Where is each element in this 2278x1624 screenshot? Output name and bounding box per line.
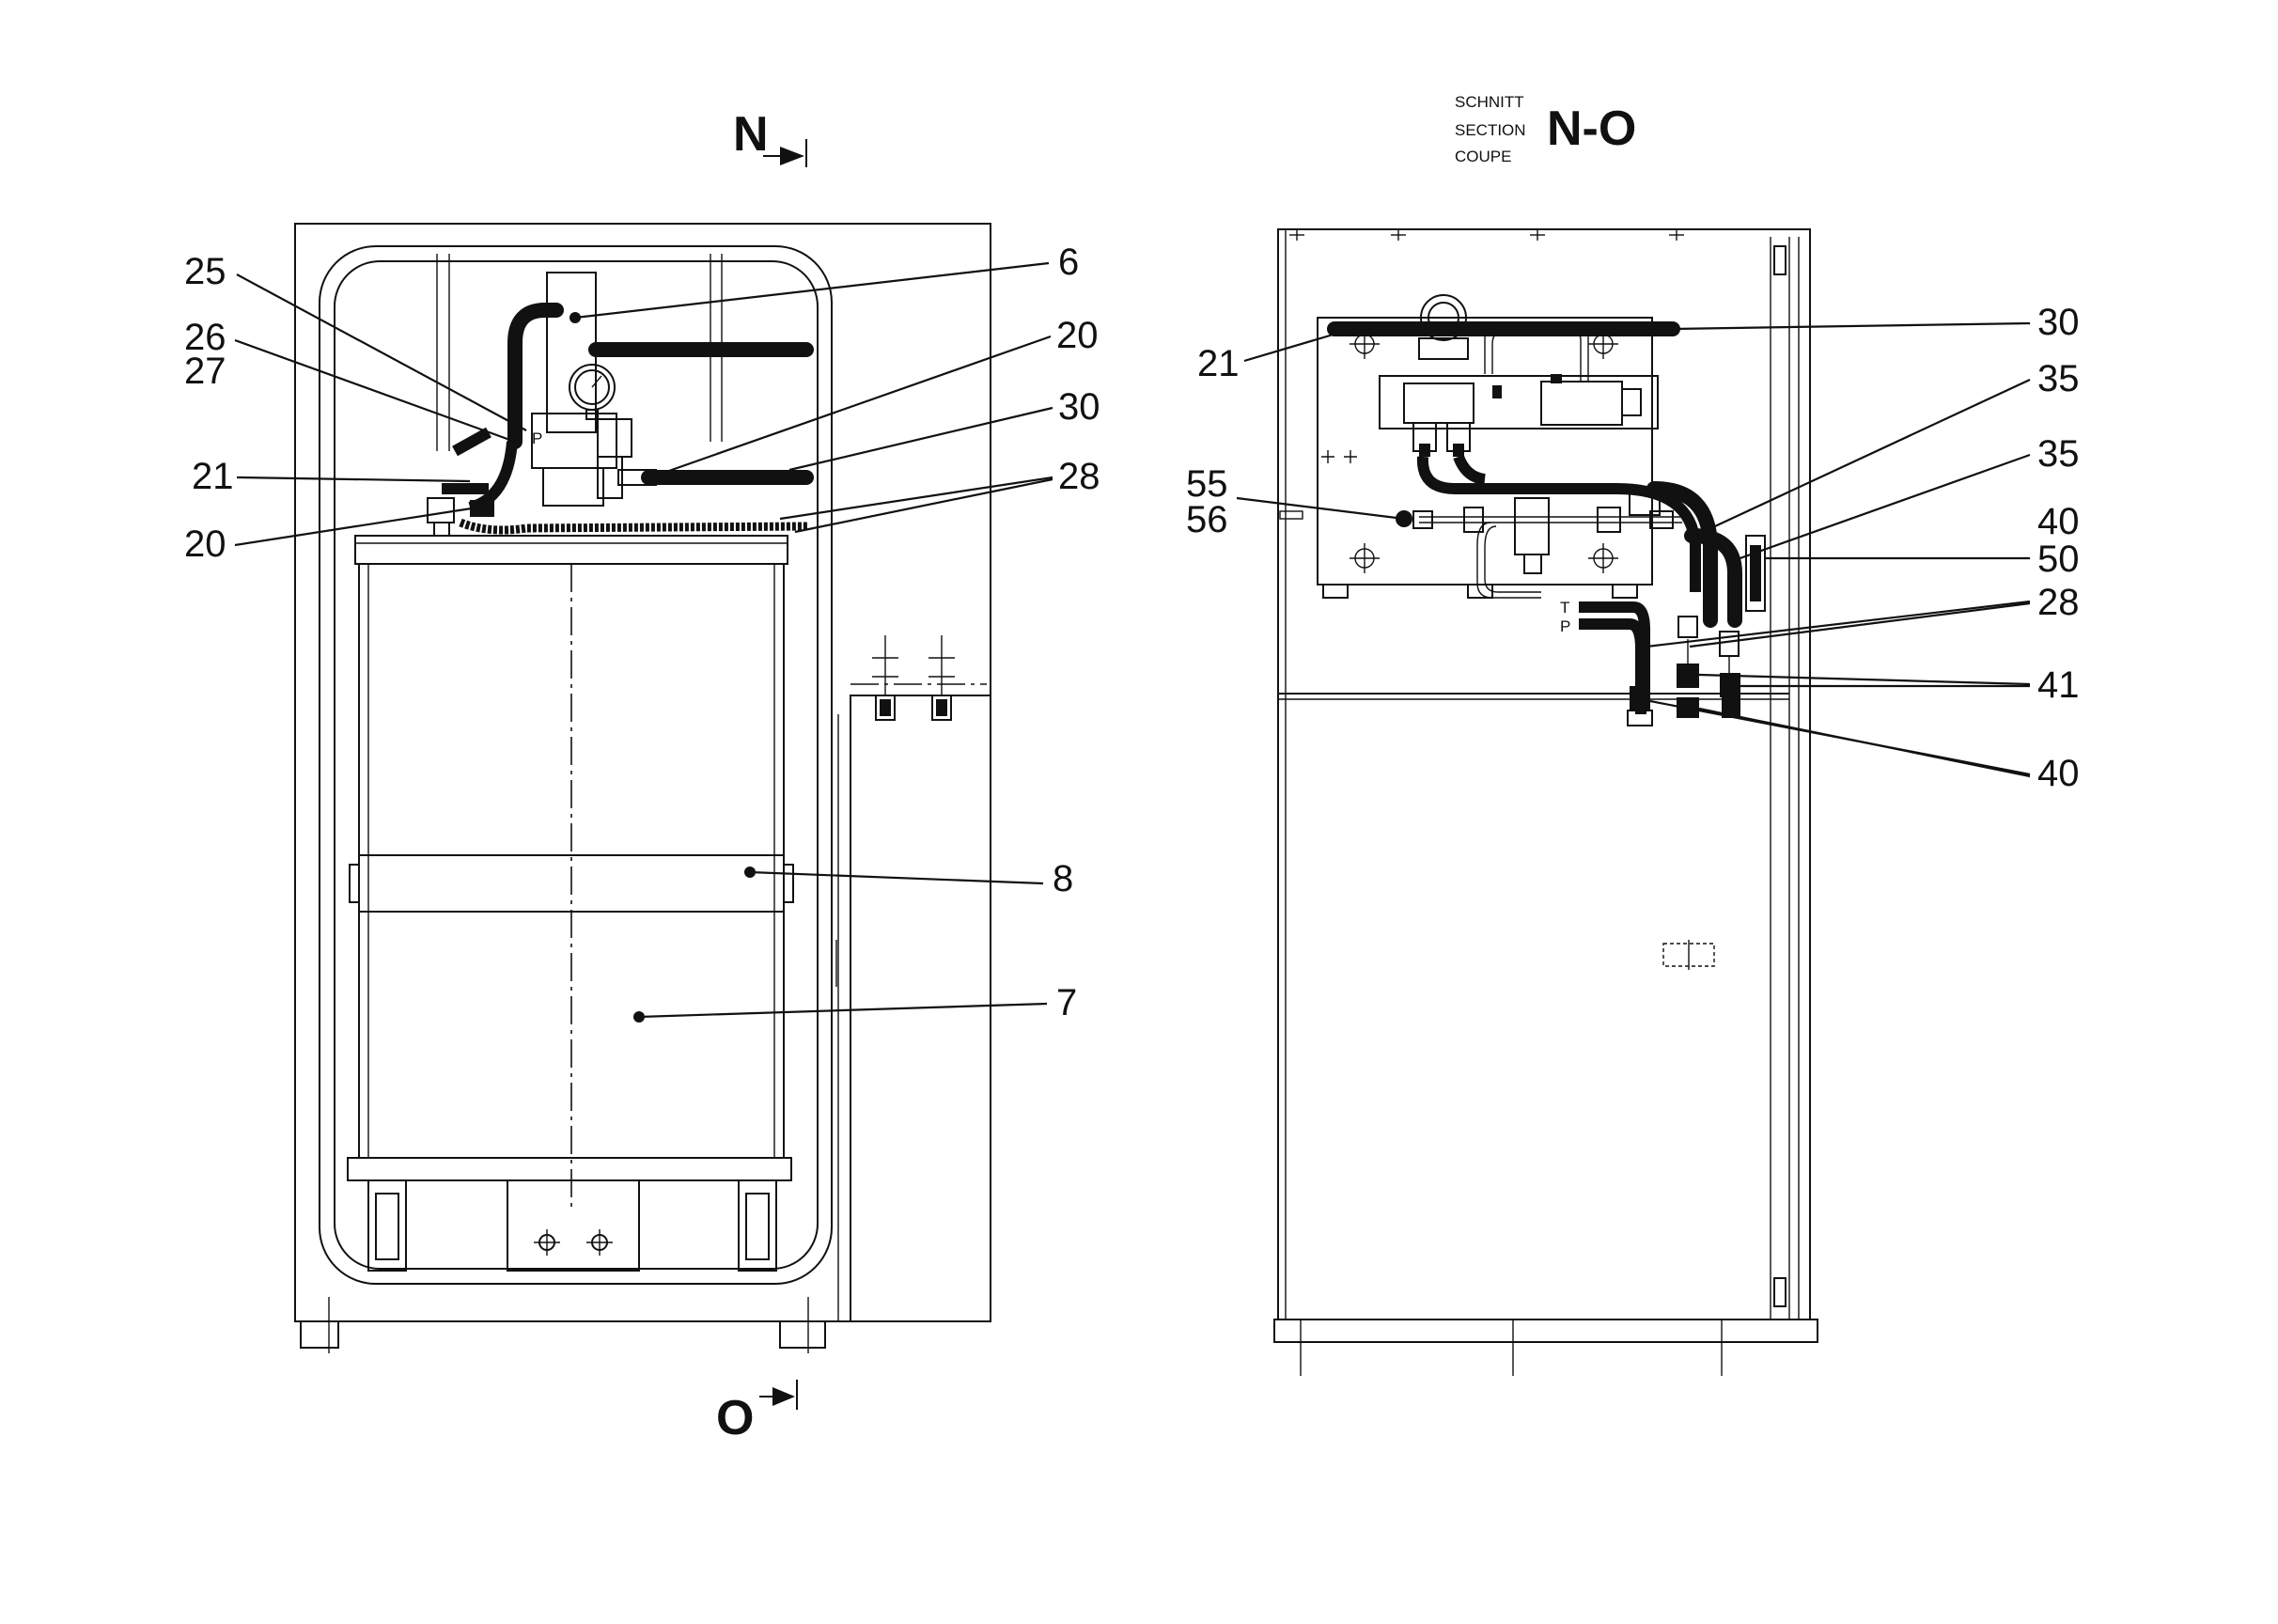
callout-25: 25: [184, 251, 226, 292]
callout-35-a: 35: [2037, 358, 2080, 399]
callout-50: 50: [2037, 539, 2080, 580]
pump-column: [546, 272, 597, 433]
callout-20-left-b: 20: [1056, 315, 1099, 356]
cabinet-outline: [1277, 228, 1811, 1320]
callout-27: 27: [184, 351, 226, 392]
callout-7: 7: [1056, 982, 1077, 1023]
section-title: SCHNITT SECTION COUPE N-O: [1455, 93, 1636, 165]
callout-28-right: 28: [2037, 582, 2080, 623]
right-view: [1273, 228, 1818, 1376]
callout-20-left-a: 20: [184, 523, 226, 565]
callout-6: 6: [1058, 242, 1079, 283]
callout-41: 41: [2037, 664, 2080, 706]
callout-40-a: 40: [2037, 501, 2080, 542]
callout-55: 55: [1186, 463, 1228, 505]
drum-base: [347, 1157, 792, 1181]
callout-56: 56: [1186, 499, 1228, 540]
section-title-line-3: COUPE: [1455, 148, 1511, 165]
callout-35-b: 35: [2037, 433, 2080, 475]
callout-26: 26: [184, 317, 226, 358]
right-gauge: [1420, 294, 1467, 341]
drum-lid: [354, 535, 788, 565]
hose-top: [507, 303, 564, 449]
port-label-t-right: T: [1560, 599, 1569, 617]
section-marker-n-letter: N: [733, 107, 769, 162]
left-inner-frame: [319, 245, 833, 1285]
left-callouts: 25 26 27 21 20 6 20 30 28 8 7 P: [184, 242, 1100, 1023]
hose-28: [459, 518, 809, 535]
left-view: [294, 223, 991, 1353]
callout-21-right: 21: [1197, 343, 1240, 384]
pump-head: [531, 413, 617, 469]
port-label-p-right: P: [1560, 617, 1570, 635]
port-label-p-left: P: [532, 429, 542, 447]
callout-21-left: 21: [192, 456, 234, 497]
callout-28-left: 28: [1058, 456, 1100, 497]
valve-block: [1379, 375, 1659, 429]
section-marker-n: N: [733, 107, 807, 167]
callout-8: 8: [1053, 858, 1073, 899]
callout-30-left: 30: [1058, 386, 1100, 428]
callout-30-right: 30: [2037, 302, 2080, 343]
callout-40-b: 40: [2037, 753, 2080, 794]
section-title-line-1: SCHNITT: [1455, 93, 1524, 111]
left-outer-frame: [294, 223, 991, 1322]
section-title-code: N-O: [1547, 102, 1636, 156]
section-title-line-2: SECTION: [1455, 121, 1526, 139]
right-callouts: 21 55 56 30 35 35 40 50 28 41 40 T P: [1186, 302, 2080, 794]
section-marker-o: O: [716, 1380, 798, 1445]
section-marker-o-letter: O: [716, 1391, 754, 1445]
